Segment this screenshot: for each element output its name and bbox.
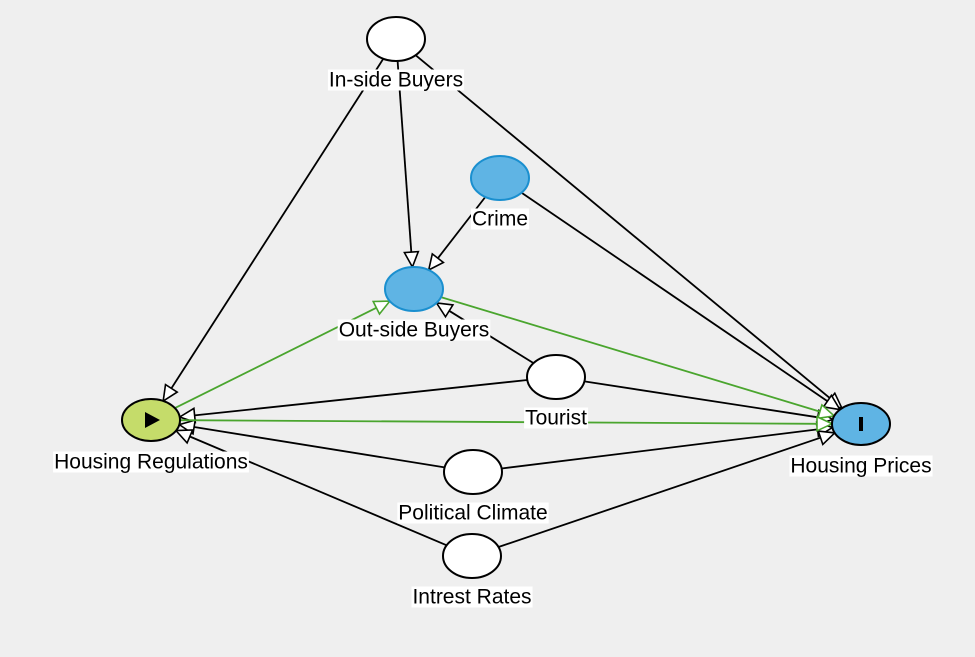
edge-rates-to-regs[interactable] xyxy=(174,429,448,547)
label-background xyxy=(327,69,465,91)
arrowhead-icon xyxy=(434,301,455,319)
label-background xyxy=(397,502,549,524)
edge-line xyxy=(194,379,528,417)
arrowhead-icon xyxy=(162,383,179,403)
node-label-tourist: Tourist xyxy=(525,407,587,430)
label-background xyxy=(524,407,589,429)
edge-crime-to-prices[interactable] xyxy=(521,191,842,411)
node-ellipse[interactable] xyxy=(443,449,503,495)
edge-inside-to-outside[interactable] xyxy=(396,60,420,269)
node-crime[interactable]: Crime xyxy=(470,155,530,231)
node-label-outside: Out-side Buyers xyxy=(339,319,490,342)
bar-icon xyxy=(859,417,863,431)
arrowhead-icon xyxy=(371,300,392,316)
edge-line xyxy=(584,380,818,419)
node-ellipse[interactable] xyxy=(470,155,530,201)
node-label-rates: Intrest Rates xyxy=(412,586,531,609)
node-label-prices: Housing Prices xyxy=(790,455,931,478)
edge-line xyxy=(170,58,385,389)
edge-line xyxy=(501,428,818,470)
edge-line xyxy=(437,196,487,259)
label-background xyxy=(337,319,491,341)
edge-outside-to-prices[interactable] xyxy=(440,296,837,420)
node-regs[interactable]: Housing Regulations xyxy=(53,398,249,474)
arrowhead-icon xyxy=(816,403,837,420)
node-ellipse[interactable] xyxy=(366,16,426,62)
node-ellipse[interactable] xyxy=(526,354,586,400)
edge-tourist-to-regs[interactable] xyxy=(177,379,528,424)
label-background xyxy=(53,451,249,473)
node-prices[interactable]: Housing Prices xyxy=(789,402,933,478)
edge-line xyxy=(179,419,818,425)
arrowhead-icon xyxy=(427,252,445,272)
node-label-political: Political Climate xyxy=(398,502,547,525)
node-political[interactable]: Political Climate xyxy=(397,449,549,525)
node-label-inside: In-side Buyers xyxy=(329,69,463,92)
node-label-regs: Housing Regulations xyxy=(54,451,248,474)
node-label-crime: Crime xyxy=(472,208,528,231)
edge-inside-to-prices[interactable] xyxy=(415,54,844,410)
edge-line xyxy=(396,60,413,253)
edge-inside-to-regs[interactable] xyxy=(162,58,385,403)
arrowhead-icon xyxy=(403,250,420,269)
label-background xyxy=(789,455,933,477)
node-ellipse[interactable] xyxy=(384,266,444,312)
edge-regs-to-outside[interactable] xyxy=(174,300,392,409)
node-ellipse[interactable] xyxy=(442,533,502,579)
edge-regs-to-prices[interactable] xyxy=(179,415,834,433)
node-tourist[interactable]: Tourist xyxy=(524,354,589,430)
edge-line xyxy=(415,54,831,400)
node-inside[interactable]: In-side Buyers xyxy=(327,16,465,92)
arrowhead-icon xyxy=(174,429,194,445)
edge-line xyxy=(521,191,829,402)
label-background xyxy=(471,208,529,230)
node-rates[interactable]: Intrest Rates xyxy=(411,533,533,609)
edge-crime-to-outside[interactable] xyxy=(427,196,487,272)
node-outside[interactable]: Out-side Buyers xyxy=(337,266,491,342)
edge-tourist-to-prices[interactable] xyxy=(584,380,835,426)
arrowhead-icon xyxy=(822,393,842,411)
edge-line xyxy=(193,426,445,469)
arrowhead-icon xyxy=(817,430,837,446)
arrowhead-icon xyxy=(816,415,834,433)
edge-line xyxy=(440,296,821,413)
play-icon xyxy=(145,412,160,428)
edge-line xyxy=(498,436,821,548)
label-background xyxy=(411,586,533,608)
edge-rates-to-prices[interactable] xyxy=(498,430,837,548)
